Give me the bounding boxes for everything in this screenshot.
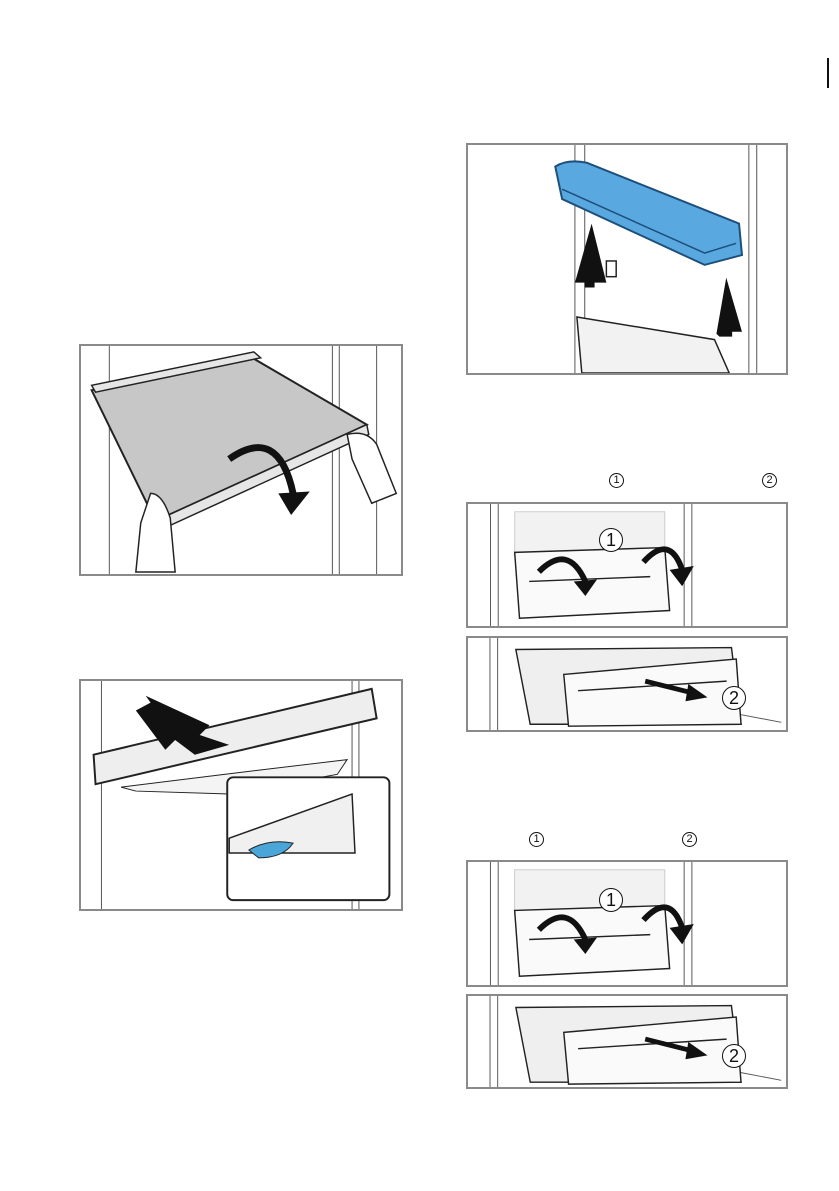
drawer-tilt-drawing-a — [468, 504, 786, 626]
callout-2-lower: 2 — [722, 1044, 746, 1068]
illustration-drawer-pull-d: 2 — [466, 994, 788, 1089]
illustration-door-shelf-lift — [466, 143, 788, 375]
illustration-drawer-pull-b: 2 — [466, 636, 788, 732]
callout-1: 1 — [599, 528, 623, 552]
illustration-drawer-tilt-c: 1 — [466, 860, 788, 987]
door-shelf-drawing — [468, 145, 786, 373]
drawer-pull-drawing-b — [468, 638, 786, 730]
step-marker-2-lower: 2 — [682, 832, 697, 847]
drawer-pull-drawing-d — [468, 996, 786, 1087]
callout-2: 2 — [722, 686, 746, 710]
step-marker-1: 1 — [609, 473, 624, 488]
glass-shelf-drawing — [81, 346, 401, 574]
illustration-shelf-trim-fitting — [79, 679, 403, 911]
step-marker-1-lower: 1 — [529, 832, 544, 847]
page-edge-mark — [827, 58, 829, 88]
trim-strip-drawing — [81, 681, 401, 909]
step-marker-2: 2 — [762, 473, 777, 488]
callout-1-lower: 1 — [599, 888, 623, 912]
illustration-drawer-tilt-a: 1 — [466, 502, 788, 628]
drawer-tilt-drawing-c — [468, 862, 786, 985]
illustration-glass-shelf-removal — [79, 344, 403, 576]
